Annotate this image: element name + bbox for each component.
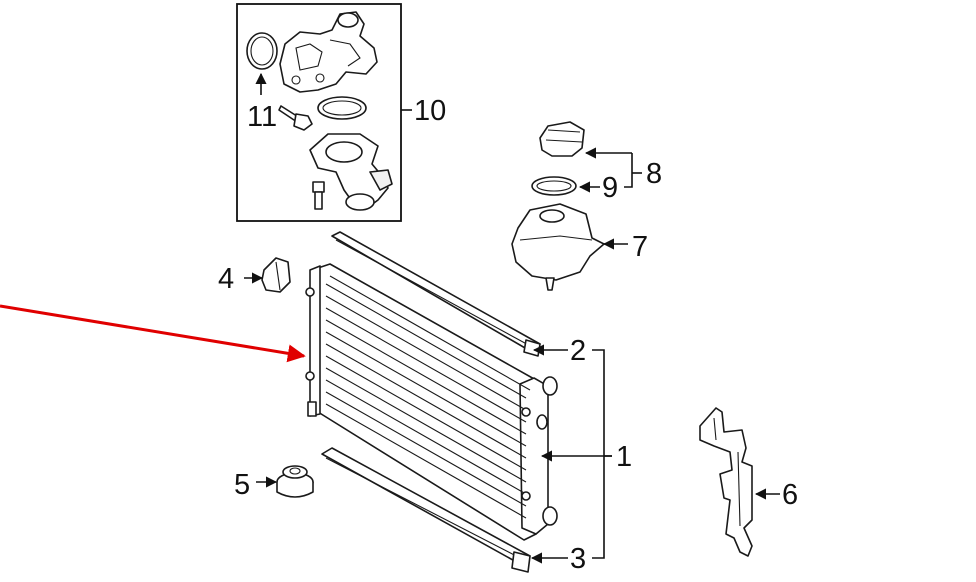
callout-10: 10	[414, 95, 446, 127]
highlight-arrow	[0, 304, 306, 363]
air-guide-part	[699, 407, 753, 557]
small-bolt-part	[312, 181, 325, 210]
water-pump-assembly-group: 11 10	[236, 3, 446, 222]
assembly-box	[236, 3, 402, 222]
callout-7: 7	[632, 231, 648, 263]
cap-seal-part	[531, 176, 577, 196]
gasket-part	[317, 96, 367, 120]
callout-9: 9	[602, 172, 618, 204]
pump-housing-part	[279, 11, 378, 93]
lower-seal-strip-part	[321, 447, 531, 573]
callout-5: 5	[234, 469, 250, 501]
callout-8: 8	[646, 158, 662, 190]
upper-mount-part	[261, 257, 291, 293]
lower-mount-part	[276, 465, 314, 498]
upper-seal-strip-part	[331, 231, 541, 357]
expansion-reservoir-part	[511, 203, 605, 291]
bolt-part	[278, 105, 313, 131]
callout-1: 1	[616, 441, 632, 473]
callout-6: 6	[782, 479, 798, 511]
callout-11: 11	[247, 101, 277, 133]
callout-4: 4	[218, 263, 234, 295]
o-ring-part	[246, 32, 278, 70]
callout-2: 2	[570, 335, 586, 367]
radiator-part	[305, 263, 558, 541]
thermostat-housing-part	[309, 133, 393, 211]
reservoir-cap-part	[539, 121, 585, 157]
callout-3: 3	[570, 543, 586, 575]
